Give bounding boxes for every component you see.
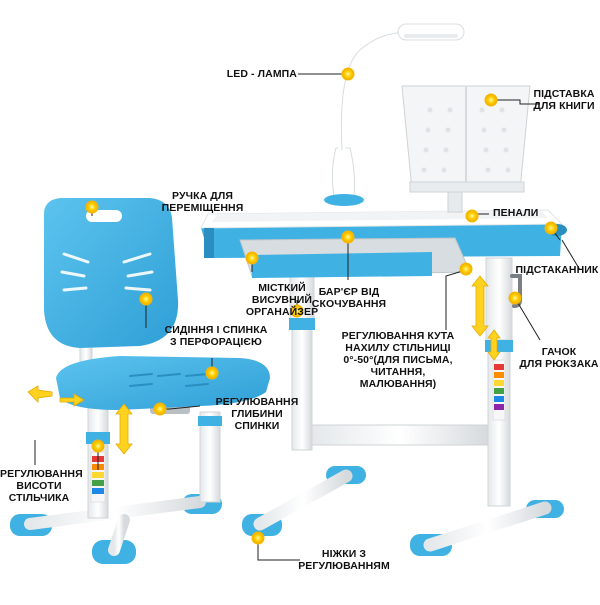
adjust-arrow-icon — [27, 275, 501, 455]
callout-dot-icon — [341, 67, 355, 81]
callout-dot-icon — [153, 402, 167, 416]
callout-dot-icon — [465, 209, 479, 223]
height-scale — [492, 359, 506, 421]
organizer-front — [252, 252, 432, 278]
label-pencil-cases: ПЕНАЛИ — [493, 207, 539, 219]
label-slide-barrier: БАР'ЄР ВІД СКОЧУВАННЯ — [311, 286, 387, 310]
label-depth-adjust: РЕГУЛЮВАННЯ ГЛИБИНИ СПИНКИ — [215, 396, 299, 432]
callout-dot-icon — [290, 304, 304, 318]
callout-dot-icon — [205, 366, 219, 380]
label-cup-holder: ПІДСТАКАННИК — [515, 264, 599, 276]
callout-dot-icon — [341, 230, 355, 244]
callout-dot-icon — [459, 262, 473, 276]
label-seat-back: СИДІННЯ І СПИНКА З ПЕРФОРАЦІЄЮ — [164, 324, 268, 348]
led-lamp — [324, 23, 465, 206]
callout-dot-icon — [484, 93, 498, 107]
label-led-lamp: LED - ЛАМПА — [226, 68, 297, 80]
chair-post-back — [199, 411, 221, 503]
callout-dot-icon — [508, 291, 522, 305]
desk-crossbar — [311, 424, 489, 446]
label-height-adjust: РЕГУЛЮВАННЯ ВИСОТИ СТІЛЬЧИКА — [0, 468, 83, 504]
chair-base-b — [108, 514, 130, 556]
chair-base-a — [24, 496, 206, 530]
callout-dot-icon — [85, 200, 99, 214]
label-tilt-adjust: РЕГУЛЮВАННЯ КУТА НАХИЛУ СТІЛЬНИЦІ 0°-50°… — [341, 330, 455, 390]
label-adjustable-feet: НІЖКИ З РЕГУЛЮВАННЯМ — [298, 548, 390, 572]
label-backpack-hook: ГАЧОК ДЛЯ РЮКЗАКА — [519, 346, 599, 370]
label-handle: РУЧКА ДЛЯ ПЕРЕМІЩЕННЯ — [161, 190, 244, 214]
callout-dot-icon — [251, 531, 265, 545]
desk-base-left — [253, 469, 353, 531]
label-organizer: МІСТКИЙ ВИСУВНИЙ ОРГАНАЙЗЕР — [245, 282, 319, 318]
callout-dots — [85, 67, 558, 545]
desk-base-right — [423, 501, 552, 552]
desk-leg-right-collar — [485, 340, 513, 352]
desk-leg-right-upper — [485, 257, 513, 341]
book-stand — [401, 85, 531, 213]
chair-backrest — [44, 198, 179, 348]
callout-dot-icon — [91, 439, 105, 453]
desk-leg-left-collar — [289, 318, 315, 330]
callout-dot-icon — [245, 251, 259, 265]
callout-dot-icon — [139, 292, 153, 306]
label-book-stand: ПІДСТАВКА ДЛЯ КНИГИ — [533, 88, 595, 112]
chair-handle-slot — [86, 210, 122, 222]
callout-dot-icon — [544, 221, 558, 235]
